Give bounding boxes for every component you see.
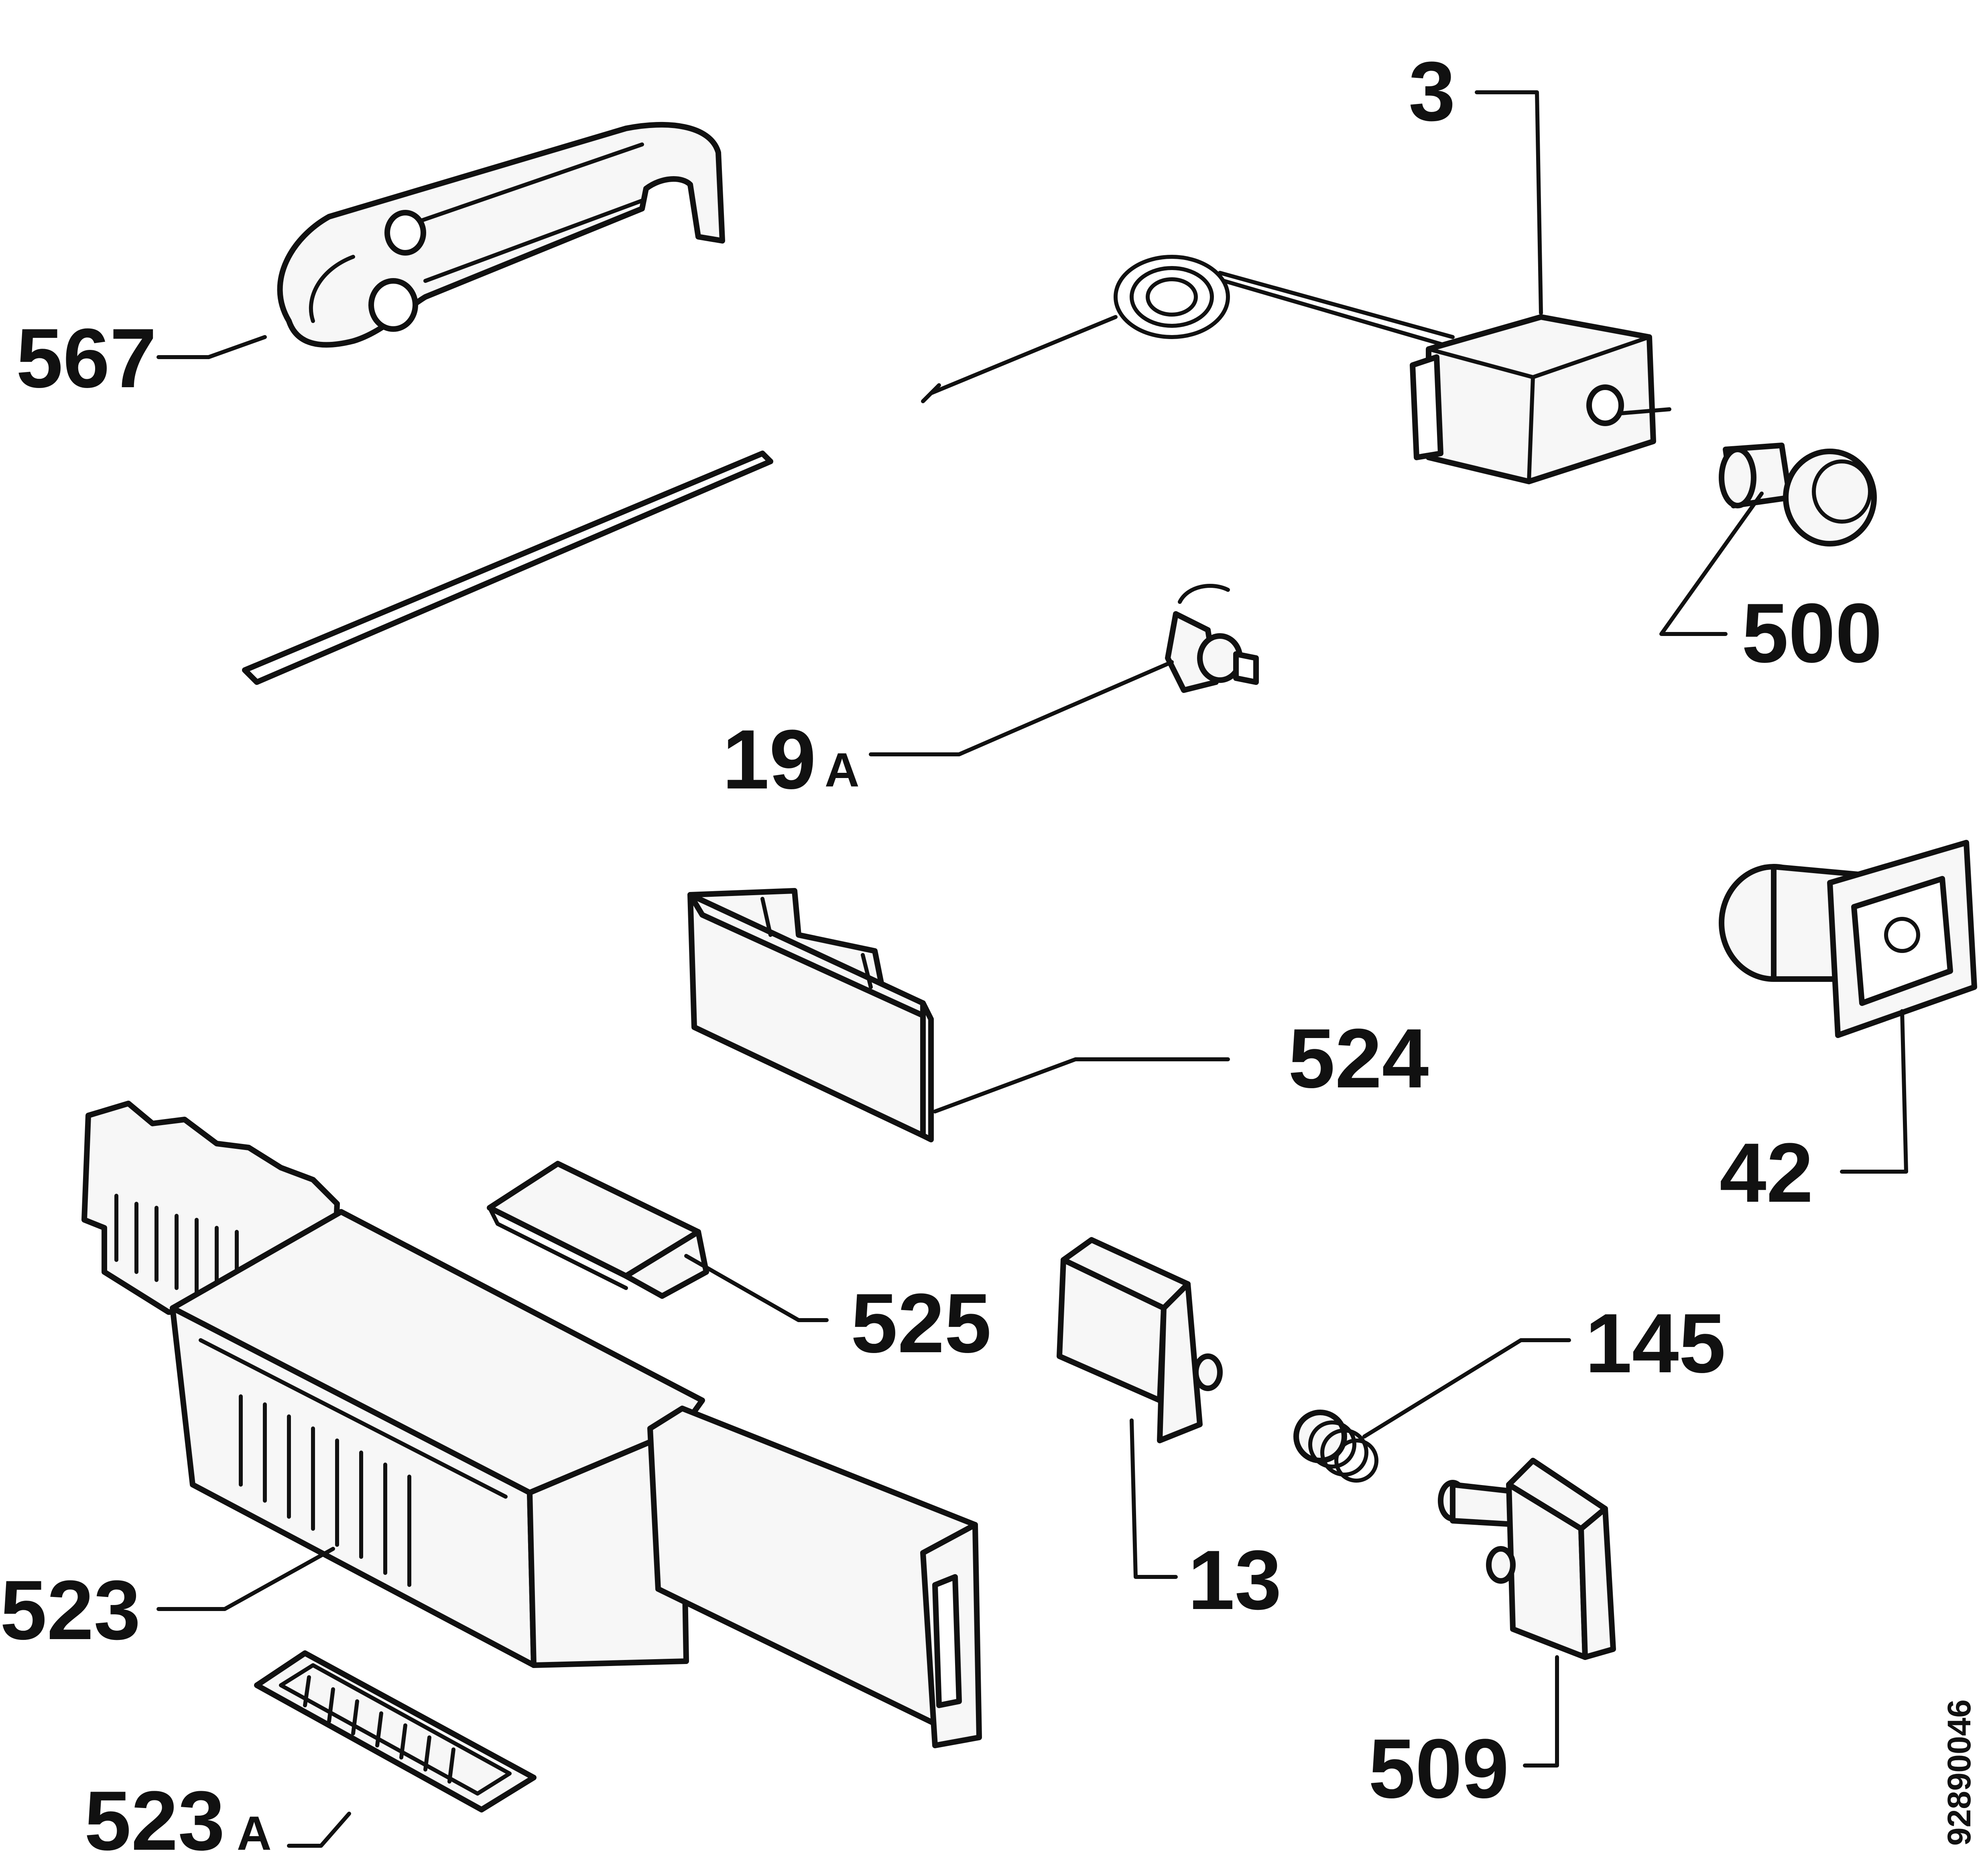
leader-523a bbox=[287, 1812, 351, 1848]
capillary-tube bbox=[242, 451, 773, 685]
leader-523 bbox=[157, 1547, 335, 1611]
leader-509 bbox=[1523, 1655, 1559, 1768]
leader-567 bbox=[157, 335, 267, 359]
part-42-lamp-socket bbox=[1719, 840, 1977, 1038]
label-145: 145 bbox=[1585, 1296, 1726, 1390]
part-3-thermostat bbox=[921, 255, 1671, 484]
part-509-door-switch bbox=[1438, 1458, 1616, 1660]
label-567: 567 bbox=[16, 311, 157, 405]
label-509: 509 bbox=[1368, 1721, 1509, 1816]
part-567-handle bbox=[277, 122, 725, 348]
label-42: 42 bbox=[1720, 1126, 1813, 1220]
part-524-lamp-cover bbox=[687, 888, 934, 1142]
leader-525 bbox=[684, 1254, 829, 1322]
part-labels: 567 3 500 19 A 524 42 525 145 13 523 509… bbox=[0, 44, 1882, 1859]
label-523a: 523 bbox=[84, 1774, 225, 1859]
label-13: 13 bbox=[1188, 1533, 1282, 1627]
label-19: 19 bbox=[722, 712, 816, 807]
part-13-switch bbox=[1057, 1237, 1223, 1443]
leader-19a bbox=[869, 660, 1174, 756]
leader-42 bbox=[1840, 1009, 1908, 1174]
part-19a-lamp-holder bbox=[1165, 584, 1259, 693]
leader-500 bbox=[1659, 492, 1764, 636]
label-523: 523 bbox=[0, 1563, 140, 1657]
part-500-knob bbox=[1719, 443, 1877, 547]
part-525-switch-cover bbox=[487, 1161, 709, 1299]
leader-524 bbox=[933, 1057, 1230, 1113]
leader-145 bbox=[1362, 1338, 1571, 1438]
leader-13 bbox=[1130, 1418, 1178, 1579]
leader-lines bbox=[157, 90, 1908, 1848]
label-525: 525 bbox=[851, 1276, 991, 1370]
label-500: 500 bbox=[1742, 586, 1882, 680]
label-3: 3 bbox=[1409, 44, 1455, 138]
leader-3 bbox=[1475, 90, 1543, 315]
document-number: 92890046 bbox=[1941, 1699, 1978, 1846]
label-524: 524 bbox=[1288, 1011, 1429, 1105]
label-523a-suffix: A bbox=[237, 1806, 272, 1859]
label-19-suffix: A bbox=[825, 743, 860, 797]
part-145-spring bbox=[1293, 1410, 1378, 1483]
part-523a-filter-grille bbox=[254, 1650, 537, 1812]
part-523-thermostat-housing bbox=[81, 1101, 982, 1748]
